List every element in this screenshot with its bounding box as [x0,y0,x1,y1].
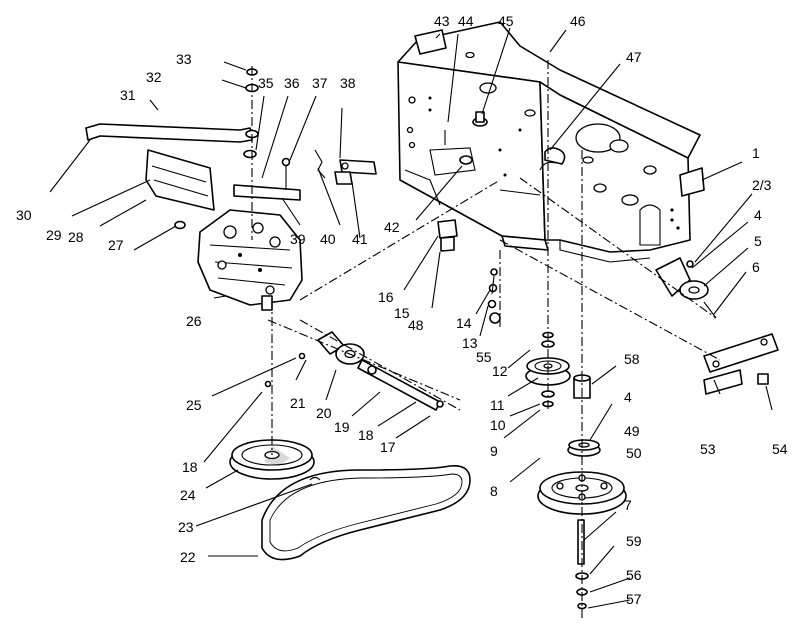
callout-38: 38 [340,75,356,91]
callout-4-top: 4 [754,207,762,223]
callout-35: 35 [258,75,274,91]
callout-2-3: 2/3 [752,177,772,193]
callout-16: 16 [378,289,394,305]
callout-54: 54 [772,441,788,457]
callout-1: 1 [752,145,760,161]
callout-11: 11 [490,397,505,413]
bracket-53 [703,333,779,395]
transmission-assembly [197,209,303,311]
callout-4-mid: 4 [624,389,632,405]
callout-13: 13 [462,335,478,351]
frame-hardware [314,111,566,324]
callout-47: 47 [626,49,642,65]
belt-23-link [309,476,321,481]
callout-42: 42 [384,219,400,235]
callout-43: 43 [434,13,450,29]
callout-44: 44 [458,13,474,29]
callout-18-right: 18 [358,427,374,443]
pulley-50 [537,471,627,515]
callout-58: 58 [624,351,640,367]
callout-55: 55 [476,349,492,365]
callout-30: 30 [16,207,32,223]
pulley-24 [229,439,315,480]
callout-7: 7 [624,497,632,513]
bearing-49 [567,439,601,457]
callout-27: 27 [108,237,124,253]
callout-36: 36 [284,75,300,91]
callout-48: 48 [408,317,424,333]
callout-labels: 1 2/3 4 5 6 4 7 8 9 10 11 12 13 14 15 16… [16,13,788,607]
callout-5: 5 [754,233,762,249]
callout-28: 28 [68,229,84,245]
callout-19: 19 [334,419,350,435]
callout-14: 14 [456,315,472,331]
callout-12: 12 [492,363,508,379]
callout-57: 57 [626,591,642,607]
callout-41: 41 [352,231,368,247]
callout-17: 17 [380,439,396,455]
callout-59: 59 [626,533,642,549]
callout-24: 24 [180,487,196,503]
callout-53: 53 [700,441,716,457]
callout-18-left: 18 [182,459,198,475]
callout-49: 49 [624,423,640,439]
frame-housing [397,21,705,263]
callout-23: 23 [178,519,194,535]
callout-10: 10 [490,417,506,433]
callout-32: 32 [146,69,162,85]
callout-33: 33 [176,51,192,67]
callout-21: 21 [290,395,306,411]
callout-40: 40 [320,231,336,247]
callout-37: 37 [312,75,328,91]
idler-assembly [655,257,717,319]
callout-26: 26 [186,313,202,329]
callout-50: 50 [626,445,642,461]
callout-20: 20 [316,405,332,421]
callout-22: 22 [180,549,196,565]
callout-39: 39 [290,231,306,247]
leader-lines [49,27,773,609]
assembly-lines [251,60,721,620]
belt-22 [261,464,471,561]
callout-9: 9 [490,443,498,459]
callout-8: 8 [490,483,498,499]
callout-6: 6 [752,259,760,275]
callout-31: 31 [120,87,136,103]
callout-15: 15 [394,305,410,321]
callout-25: 25 [186,397,202,413]
shift-lever-assembly [85,68,301,230]
callout-29: 29 [46,227,62,243]
callout-45: 45 [498,13,514,29]
callout-46: 46 [570,13,586,29]
callout-56: 56 [626,567,642,583]
